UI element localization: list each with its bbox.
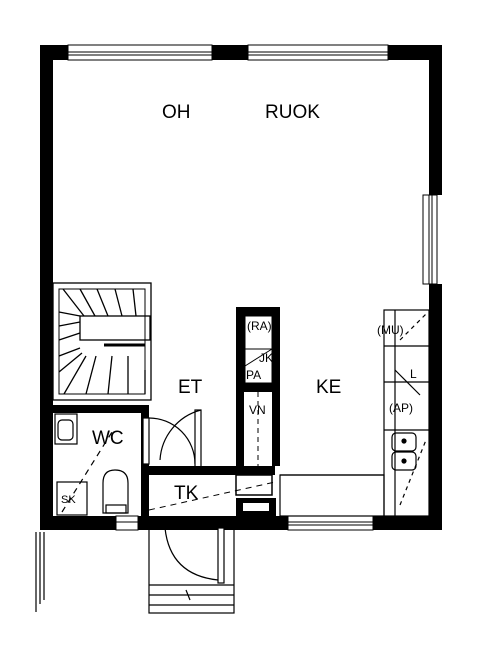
label-jk: JK: [259, 351, 273, 365]
label-vn: VN: [249, 403, 266, 417]
hall-door: [159, 409, 202, 471]
label-l: L: [410, 367, 417, 381]
label-sk: SK: [61, 494, 76, 506]
staircase: [52, 282, 152, 401]
window-bottom-wc: [115, 515, 139, 531]
window-bottom-kitchen: [287, 515, 374, 531]
label-wc: WC: [92, 428, 124, 449]
kitchen-counter: [279, 309, 430, 517]
label-tk: TK: [174, 483, 199, 504]
cabinet-block: [236, 307, 280, 516]
window-top-left: [67, 44, 213, 61]
label-et: ET: [178, 377, 203, 398]
exterior-walls: [40, 45, 442, 530]
wc-fixtures: [54, 413, 129, 516]
window-right: [422, 194, 438, 285]
label-mu: (MU): [377, 323, 404, 337]
entrance: [35, 522, 235, 614]
wc-door: [142, 417, 196, 465]
tk-room: [141, 466, 276, 530]
label-ke: KE: [316, 377, 341, 398]
label-oh: OH: [162, 102, 191, 123]
window-top-right: [247, 44, 389, 61]
label-pa: PA: [246, 368, 261, 382]
label-ruok: RUOK: [265, 102, 320, 123]
label-ra: (RA): [247, 319, 272, 333]
label-ap: (AP): [389, 401, 413, 415]
